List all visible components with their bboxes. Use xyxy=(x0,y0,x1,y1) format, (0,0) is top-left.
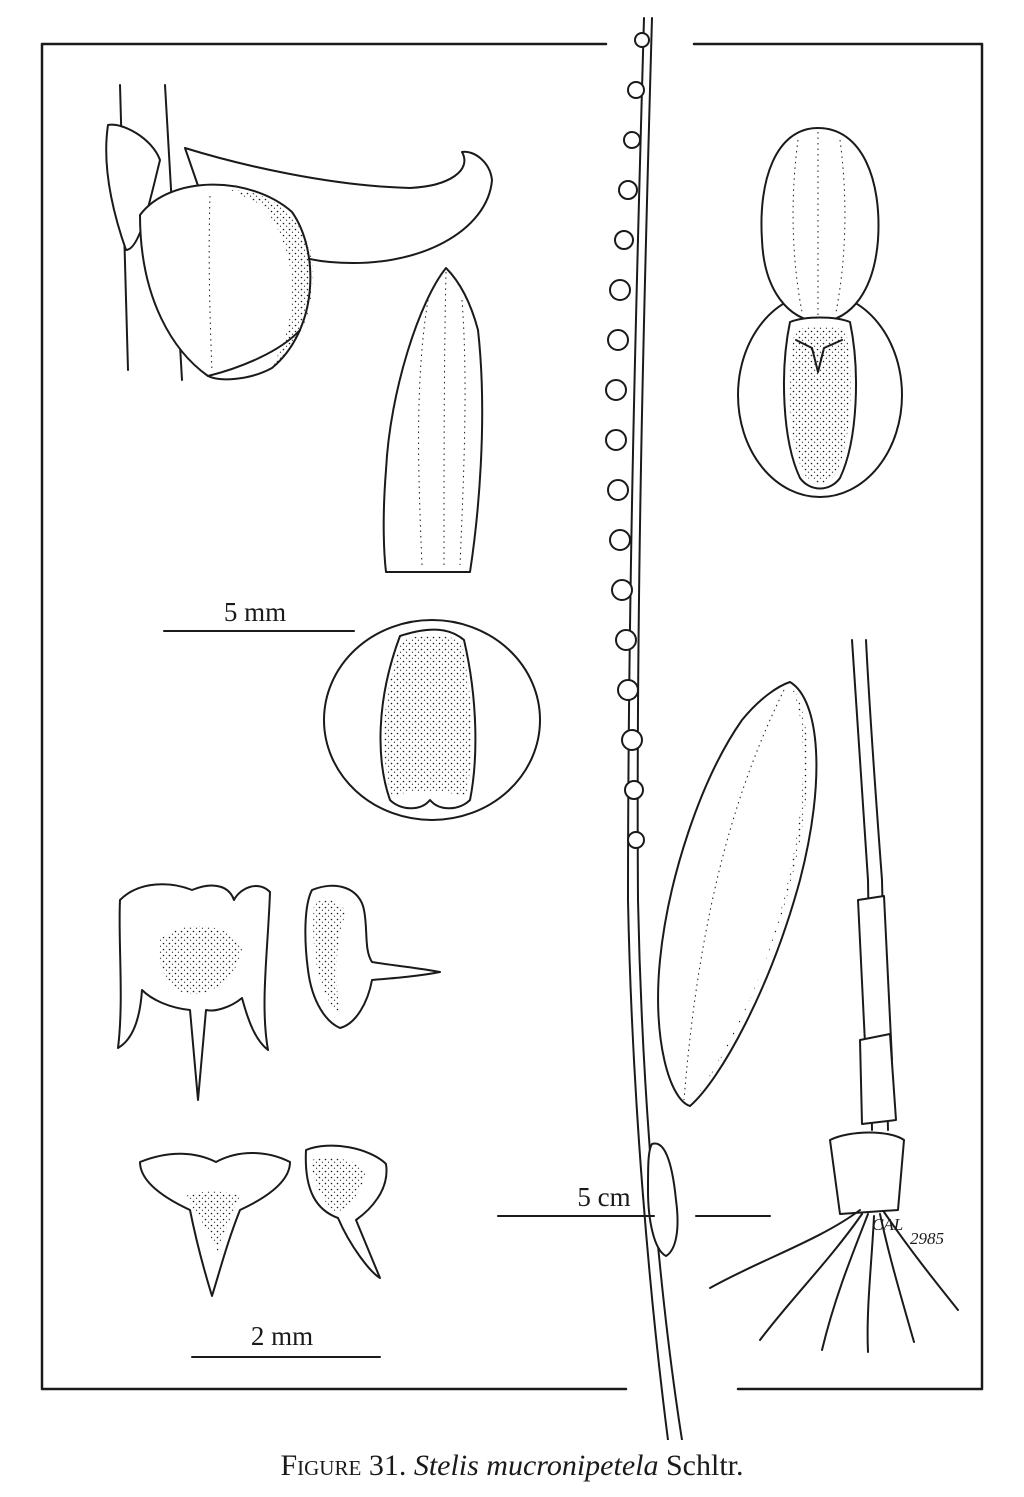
lip-front xyxy=(139,1152,291,1297)
artist-collector-label: CAL xyxy=(872,1215,903,1234)
lip-lateral xyxy=(304,1144,388,1279)
flower-front-view xyxy=(737,127,903,498)
caption-figure-number: 31. xyxy=(368,1449,407,1482)
plant-habit xyxy=(605,17,818,1440)
petal-lateral xyxy=(304,884,441,1029)
figure-caption: Figure 31. Stelis mucronipetela Schltr. xyxy=(0,1446,1024,1486)
svg-text:5 cm: 5 cm xyxy=(577,1182,630,1212)
svg-text:2 mm: 2 mm xyxy=(251,1321,313,1351)
lateral-sepals xyxy=(323,619,541,821)
scale-bar-2mm: 2 mm xyxy=(191,1321,381,1358)
svg-text:5 mm: 5 mm xyxy=(224,597,286,627)
artist-number-label: 2985 xyxy=(910,1229,944,1248)
caption-figure-word: Figure xyxy=(280,1449,362,1482)
scale-bar-5cm: 5 cm xyxy=(497,1182,771,1217)
caption-author: Schltr. xyxy=(666,1449,744,1482)
dorsal-sepal xyxy=(382,267,484,573)
stem-and-roots: CAL 2985 xyxy=(709,639,959,1353)
scale-bar-5mm: 5 mm xyxy=(163,597,355,632)
petal-front xyxy=(117,883,271,1101)
flower-buds xyxy=(605,32,650,849)
plate-frame xyxy=(40,42,984,1391)
botanical-plate: 5 mm 2 mm xyxy=(40,17,984,1440)
roots xyxy=(709,1209,959,1353)
caption-species-name: Stelis mucronipetela xyxy=(413,1449,659,1482)
flower-lateral-view xyxy=(105,84,493,381)
